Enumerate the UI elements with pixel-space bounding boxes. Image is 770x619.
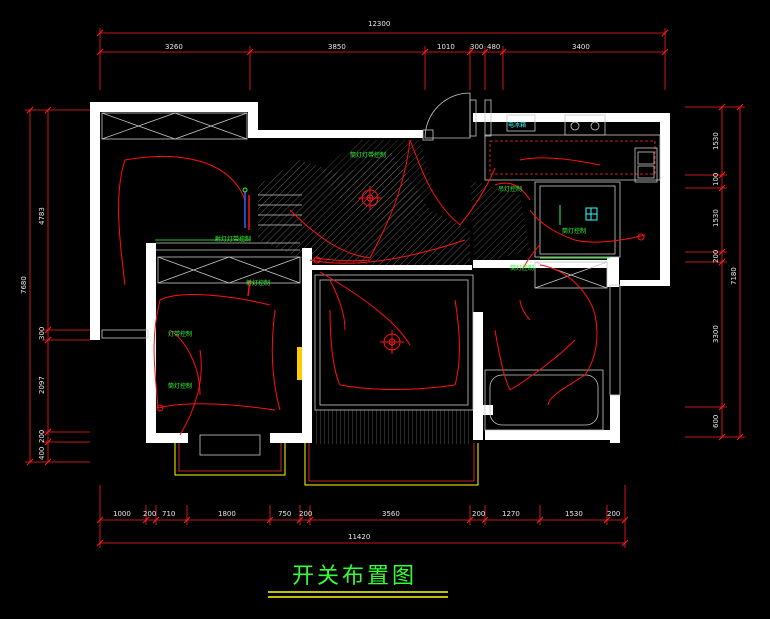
dim-top-3: 300 bbox=[470, 43, 483, 51]
switch-wiring bbox=[118, 139, 646, 436]
label-downlight-1: 筒灯控制 bbox=[562, 227, 586, 235]
dim-bottom-3: 1800 bbox=[218, 510, 236, 518]
dim-right-4: 3300 bbox=[712, 325, 720, 343]
dim-left-1: 300 bbox=[38, 327, 46, 340]
dim-right-total: 7180 bbox=[730, 267, 738, 285]
dim-bottom-0: 1000 bbox=[113, 510, 131, 518]
dim-left-2: 2097 bbox=[38, 376, 46, 394]
dim-top-4: 480 bbox=[487, 43, 500, 51]
label-downlight-3: 筒灯控制 bbox=[510, 264, 534, 272]
dimension-texts: 12300 3260 3850 1010 300 480 3400 1000 2… bbox=[20, 20, 738, 541]
dimension-lines bbox=[25, 28, 745, 548]
switch-markers bbox=[155, 187, 610, 297]
dim-bottom-4: 750 bbox=[278, 510, 291, 518]
dim-left-4: 400 bbox=[38, 447, 46, 460]
label-spot-strip: 射灯灯带控制 bbox=[215, 235, 251, 243]
dim-top-total: 12300 bbox=[368, 20, 390, 28]
dim-top-5: 3400 bbox=[572, 43, 590, 51]
light-fixtures bbox=[156, 186, 645, 412]
label-strip: 灯带控制 bbox=[168, 330, 192, 338]
dim-bottom-6: 3560 bbox=[382, 510, 400, 518]
dim-bottom-total: 11420 bbox=[348, 533, 370, 541]
dimension-ticks bbox=[26, 29, 744, 547]
dim-bottom-8: 1270 bbox=[502, 510, 520, 518]
label-downlight-2: 筒灯控制 bbox=[168, 382, 192, 390]
dim-right-3: 200 bbox=[712, 250, 720, 263]
title-underline bbox=[268, 591, 448, 598]
dim-left-3: 200 bbox=[38, 430, 46, 443]
dim-bottom-10: 200 bbox=[607, 510, 620, 518]
dim-top-0: 3260 bbox=[165, 43, 183, 51]
dim-top-2: 1010 bbox=[437, 43, 455, 51]
label-fridge: 电冰箱 bbox=[508, 121, 526, 129]
dim-left-0: 4783 bbox=[38, 207, 46, 225]
label-chandelier: 吊灯控制 bbox=[498, 185, 522, 193]
label-spotlight: 射灯控制 bbox=[246, 279, 270, 287]
dim-right-2: 1530 bbox=[712, 209, 720, 227]
dim-right-5: 600 bbox=[712, 415, 720, 428]
label-downlight-strip: 筒灯灯带控制 bbox=[350, 151, 386, 159]
dim-top-1: 3850 bbox=[328, 43, 346, 51]
balcony-railing bbox=[174, 347, 479, 486]
page-title: 开关布置图 bbox=[292, 564, 418, 589]
interior-outlines bbox=[101, 92, 661, 456]
dim-right-0: 1530 bbox=[712, 132, 720, 150]
dim-bottom-7: 200 bbox=[472, 510, 485, 518]
dim-bottom-2: 710 bbox=[162, 510, 175, 518]
dim-bottom-1: 200 bbox=[143, 510, 156, 518]
dim-left-total: 7680 bbox=[20, 276, 28, 294]
switch-labels: 筒灯灯带控制 吊灯控制 筒灯控制 射灯灯带控制 射灯控制 灯带控制 筒灯控制 筒… bbox=[168, 121, 586, 390]
floor-hatching bbox=[258, 140, 530, 444]
dim-bottom-9: 1530 bbox=[565, 510, 583, 518]
dim-bottom-5: 200 bbox=[299, 510, 312, 518]
dim-right-1: 100 bbox=[712, 173, 720, 186]
